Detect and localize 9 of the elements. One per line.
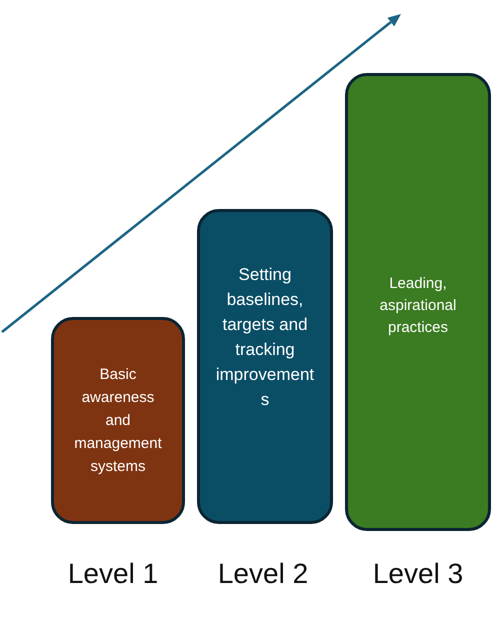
level-description: Leading, aspirational practices [378, 274, 458, 338]
level-label: Level 2 [218, 557, 308, 591]
level-box [197, 209, 333, 524]
level-description: Setting baselines, targets and tracking improvements [215, 264, 315, 411]
level-label: Level 3 [372, 557, 464, 591]
level-box [345, 73, 491, 531]
level-label: Level 1 [68, 557, 158, 591]
level-description: Basic awareness and management systems [73, 365, 163, 477]
level-box [51, 317, 185, 524]
